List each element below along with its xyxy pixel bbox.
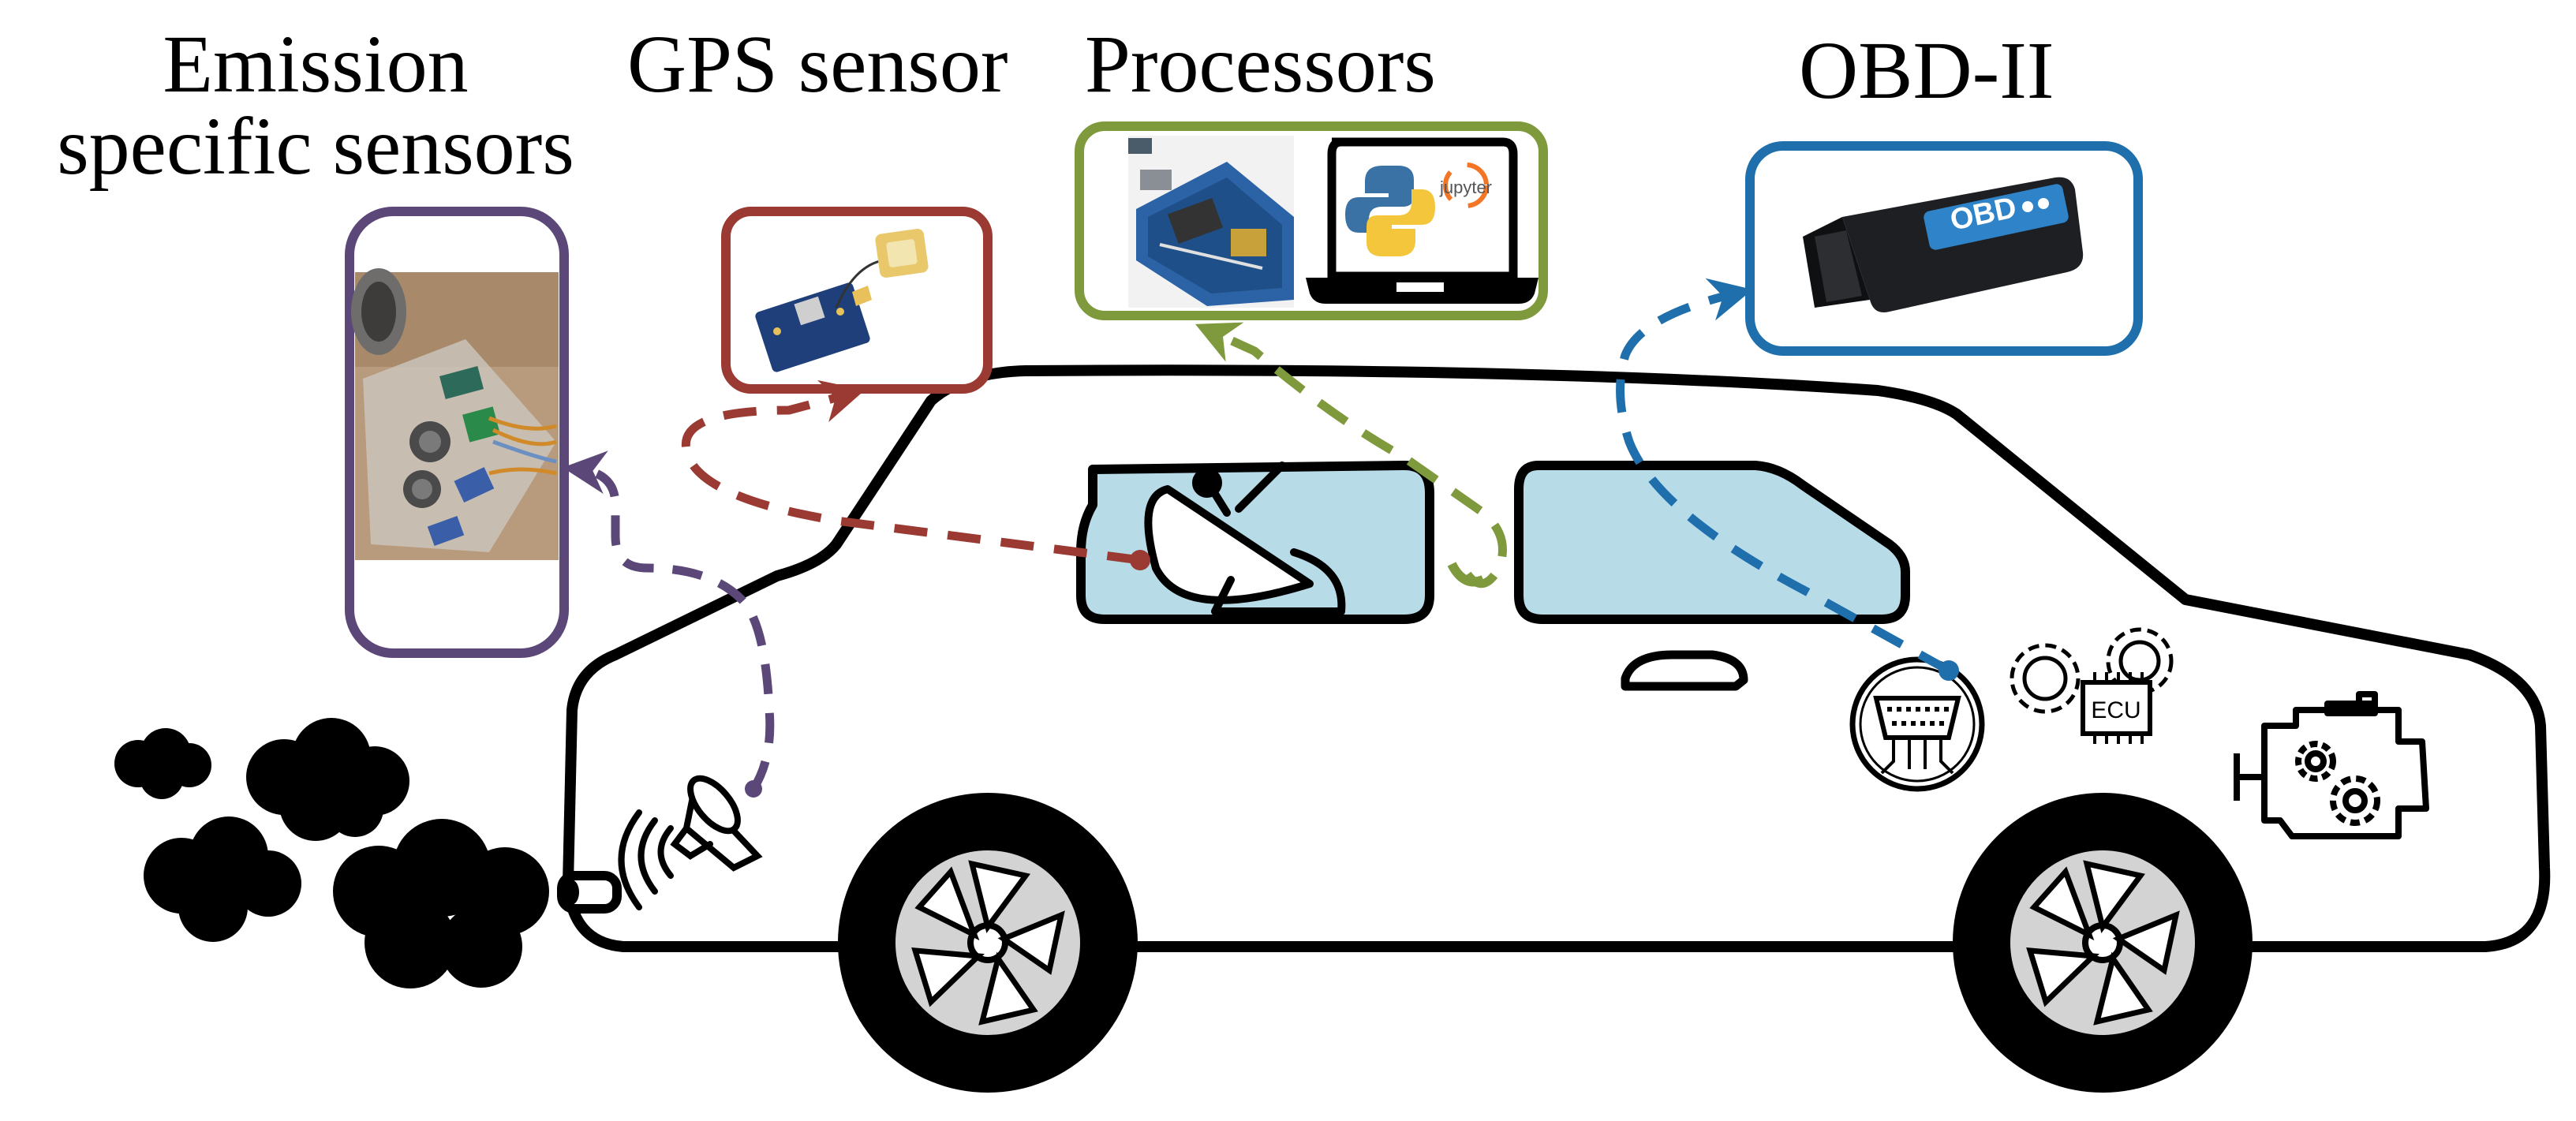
jupyter-text: jupyter	[1439, 177, 1492, 197]
emission-sensors-label: Emission specific sensors	[16, 24, 615, 188]
emission-sensors-box	[345, 207, 569, 658]
ecu-chip-gears-icon: ECU	[2010, 627, 2174, 744]
obd-adapter-photo: OBD	[1803, 177, 2084, 312]
satellite-dish-icon	[1144, 461, 1346, 615]
exhaust-smoke-icon	[114, 718, 549, 988]
emission-data-arrow	[563, 450, 775, 798]
obd-data-arrow	[1616, 278, 1959, 681]
door-handle	[1621, 650, 1748, 691]
front-wheel	[1953, 793, 2253, 1093]
arduino-board-photo	[1128, 136, 1294, 308]
ecu-text: ECU	[2091, 697, 2140, 723]
gps-sensor-box	[721, 207, 993, 394]
processors-box: jupyter	[1075, 121, 1548, 320]
engine-gears-icon	[2234, 691, 2429, 839]
emission-label-line-2: specific sensors	[57, 101, 574, 192]
emission-sensor-photo	[351, 268, 559, 560]
sensor-signal-icon	[618, 775, 763, 910]
obd-port-icon	[1849, 656, 1985, 792]
emission-label-line-1: Emission	[163, 19, 469, 110]
gps-data-arrow	[681, 379, 1150, 570]
gps-module-photo	[755, 228, 929, 372]
rear-side-window	[1514, 461, 1910, 624]
laptop-python-icon: jupyter	[1306, 137, 1538, 304]
processors-label: Processors	[1085, 19, 1436, 110]
processors-data-arrow	[1195, 322, 1507, 589]
car-outline-icon	[557, 364, 2551, 952]
obd-ii-label: OBD-II	[1799, 25, 2054, 116]
gps-sensor-label: GPS sensor	[627, 19, 1008, 110]
rear-wheel	[838, 793, 1138, 1093]
obd-ii-box: OBD	[1745, 141, 2143, 356]
